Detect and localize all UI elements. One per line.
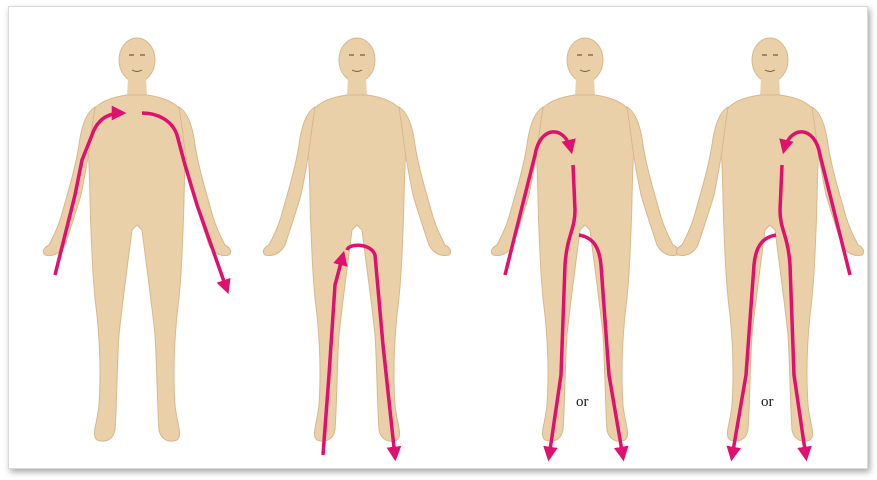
figure-4: or	[676, 38, 863, 457]
figure-1	[43, 38, 230, 441]
human-body-4	[676, 38, 863, 441]
human-body-1	[43, 38, 230, 441]
figure-3: or	[491, 38, 678, 457]
human-body-3	[491, 38, 678, 441]
or-label-3: or	[576, 394, 589, 410]
or-label-4: or	[761, 394, 774, 410]
human-body-2	[263, 38, 450, 441]
figure-2	[263, 38, 450, 457]
